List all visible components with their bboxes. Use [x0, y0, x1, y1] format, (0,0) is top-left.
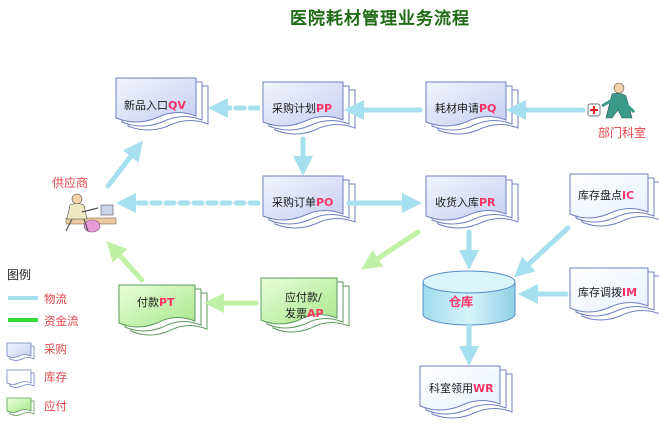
department-figure-icon [587, 82, 636, 119]
legend-money-label: 资金流 [44, 314, 79, 328]
node-new-item: 新品入口QV [124, 97, 186, 113]
legend-inventory-label: 库存 [44, 370, 67, 384]
legend-title: 图例 [7, 268, 32, 282]
node-receiving: 收货入库PR [435, 194, 496, 210]
node-dept-usage-code: WR [473, 382, 494, 395]
node-stock-count-code: IC [622, 189, 635, 202]
node-new-item-text: 新品入口 [124, 99, 168, 112]
node-payable-line2: 发票AP [285, 305, 324, 321]
node-payment-code: PT [159, 296, 175, 309]
node-stock-count: 库存盘点IC [578, 187, 634, 203]
node-material-request-code: PQ [479, 102, 497, 115]
supplier-label: 供应商 [52, 176, 89, 190]
legend-payable-label: 应付 [44, 399, 67, 413]
legend-logistics-label: 物流 [44, 292, 67, 306]
arrow-count-to-warehouse [514, 225, 571, 278]
legend-inventory-doc [6, 369, 35, 388]
doc-stock-count [569, 173, 659, 227]
node-stock-transfer: 库存调拨IM [578, 284, 637, 300]
node-payable-line1: 应付款/ [285, 291, 322, 304]
doc-payable [260, 277, 350, 333]
node-purchase-plan: 采购计划PP [272, 100, 332, 116]
node-purchase-plan-code: PP [316, 102, 333, 115]
node-purchase-order: 采购订单PO [272, 194, 333, 210]
doc-stock-transfer [569, 267, 659, 321]
doc-payment [118, 284, 208, 336]
node-receiving-code: PR [479, 196, 496, 209]
department-label: 部门科室 [598, 126, 647, 140]
doc-new-item [115, 77, 209, 131]
arrow-supplier-to-new-item [105, 140, 143, 189]
legend [6, 296, 38, 416]
diagram-title: 医院耗材管理业务流程 [290, 9, 470, 29]
arrow-payment-to-supplier [106, 241, 145, 283]
node-stock-count-text: 库存盘点 [578, 189, 622, 202]
node-new-item-code: QV [168, 99, 186, 112]
doc-purchase-order [262, 175, 356, 229]
node-stock-transfer-code: IM [622, 286, 638, 299]
doc-dept-usage [419, 365, 513, 419]
arrow-receiving-to-payable [361, 229, 421, 270]
node-payment-text: 付款 [137, 296, 159, 309]
legend-purchase-doc [6, 342, 35, 361]
doc-purchase-plan [262, 81, 356, 135]
node-material-request-text: 耗材申请 [435, 102, 479, 115]
node-payable-code: AP [307, 307, 324, 320]
node-warehouse: 仓库 [449, 295, 474, 309]
supplier-figure-icon [65, 193, 117, 233]
node-purchase-order-code: PO [316, 196, 334, 209]
legend-payable-doc [6, 397, 35, 416]
legend-purchase-label: 采购 [44, 342, 67, 356]
node-dept-usage-text: 科室领用 [429, 382, 473, 395]
warehouse-cylinder [422, 270, 516, 326]
node-payment: 付款PT [137, 294, 175, 310]
doc-material-request [425, 81, 519, 135]
node-payable-text: 发票 [285, 307, 307, 320]
node-dept-usage: 科室领用WR [429, 380, 494, 396]
node-purchase-plan-text: 采购计划 [272, 102, 316, 115]
node-receiving-text: 收货入库 [435, 196, 479, 209]
node-stock-transfer-text: 库存调拨 [578, 286, 622, 299]
node-purchase-order-text: 采购订单 [272, 196, 316, 209]
node-material-request: 耗材申请PQ [435, 100, 496, 116]
doc-receiving [425, 175, 519, 229]
